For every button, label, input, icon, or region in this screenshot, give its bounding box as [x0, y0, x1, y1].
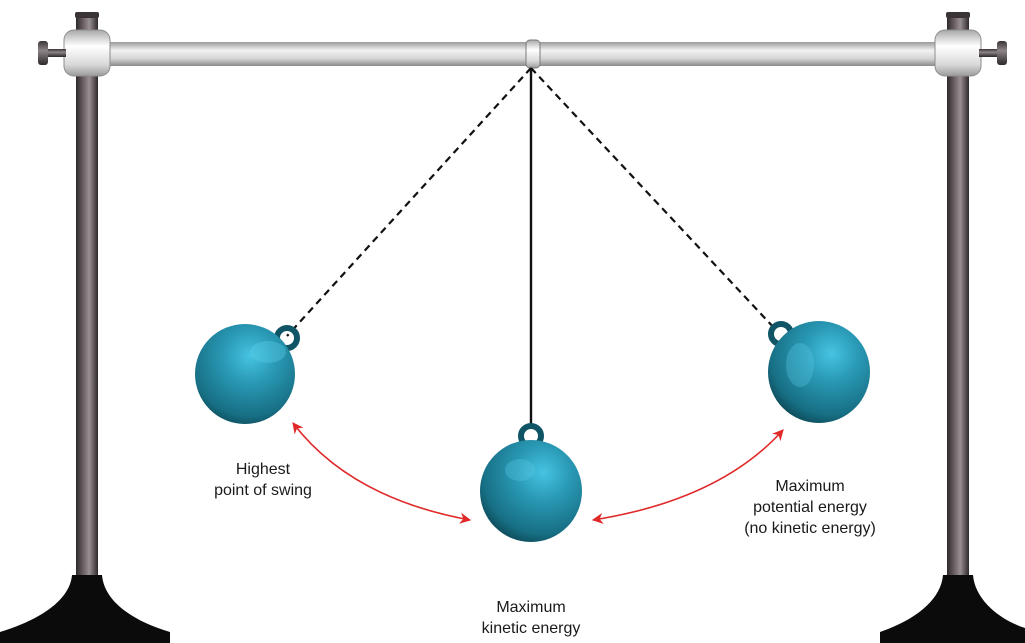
double-headed-arrow-icon — [292, 422, 472, 524]
pendulum-bob-left — [195, 324, 300, 424]
knob-icon — [979, 41, 1007, 65]
right-pole — [947, 14, 969, 584]
left-clamp — [38, 29, 111, 77]
right-stand — [880, 12, 1025, 643]
left-pole — [76, 14, 98, 584]
left-base — [0, 575, 170, 643]
knob-icon — [38, 41, 66, 65]
label-highest-point: Highest point of swing — [178, 459, 348, 501]
label-line: Maximum — [775, 478, 845, 495]
pendulum-bob-center — [480, 423, 582, 542]
string-right-dashed — [530, 67, 777, 331]
right-base — [880, 575, 1025, 643]
right-pole-cap — [946, 12, 970, 18]
label-line: Maximum — [496, 599, 566, 616]
label-line: potential energy — [753, 499, 867, 516]
label-line: point of swing — [214, 482, 312, 499]
pendulum-bob-right — [768, 321, 870, 423]
double-headed-arrow-icon — [591, 429, 784, 524]
crossbar — [100, 42, 945, 66]
label-line: (no kinetic energy) — [744, 520, 876, 537]
left-stand — [0, 12, 170, 643]
right-clamp — [934, 29, 1007, 77]
label-line: Highest — [235, 461, 291, 478]
left-pole-cap — [75, 12, 99, 18]
label-max-kinetic-energy: Maximum kinetic energy — [446, 597, 616, 639]
string-left-dashed — [286, 67, 532, 337]
label-line: kinetic energy — [481, 620, 581, 637]
label-max-potential-energy: Maximum potential energy (no kinetic ene… — [710, 476, 910, 539]
pivot-ring — [525, 39, 541, 69]
